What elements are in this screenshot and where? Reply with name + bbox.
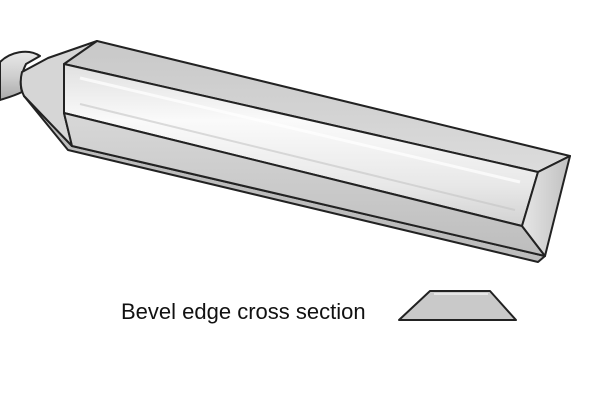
blade-cutting-tip (521, 155, 571, 257)
trapezoid-cross-section-icon (398, 290, 517, 321)
bevel-edge-chisel-icon (19, 40, 571, 263)
cross-section-caption: Bevel edge cross section (121, 299, 366, 324)
